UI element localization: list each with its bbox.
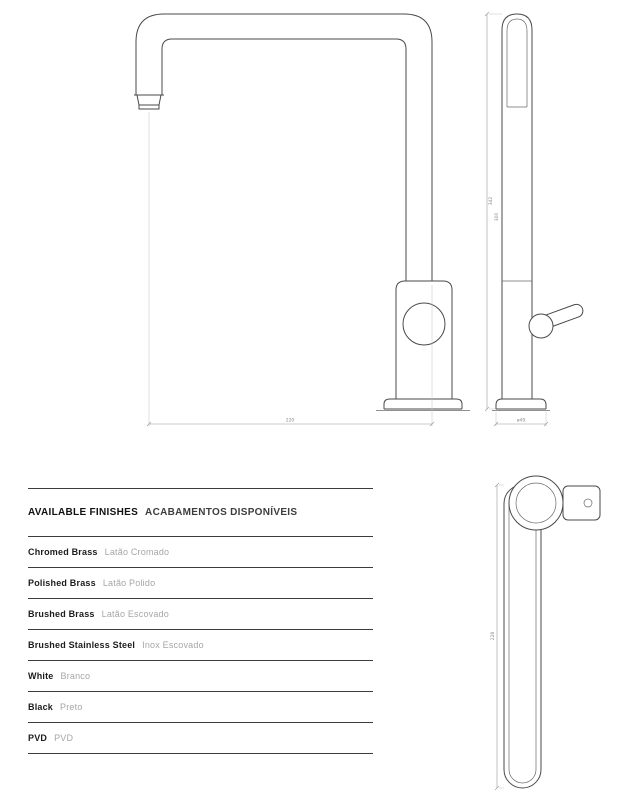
swivel-joint-inner — [515, 482, 557, 524]
handle-knuckle — [528, 313, 554, 339]
finish-name-en: PVD — [28, 733, 48, 743]
finishes-heading-pt: ACABAMENTOS DISPONÍVEIS — [145, 507, 298, 518]
finish-name-pt: Latão Cromado — [104, 547, 170, 557]
top-length-dimension: 228 — [490, 482, 504, 791]
swivel-joint-outer — [508, 475, 564, 531]
finish-row: Brushed Brass Latão Escovado — [28, 599, 373, 630]
spout-outer-outline — [135, 13, 433, 281]
side-height-total-label: 342 — [488, 197, 494, 206]
finish-row: White Branco — [28, 661, 373, 692]
finish-name-en: Polished Brass — [28, 578, 96, 588]
spout-arm-inner — [508, 489, 537, 784]
finish-name-pt: Preto — [60, 702, 83, 712]
finishes-heading-en: AVAILABLE FINISHES — [28, 507, 139, 518]
side-base-flange — [495, 398, 547, 409]
side-height-dimension: 342 300 — [484, 11, 502, 412]
side-column-inner — [506, 18, 528, 107]
front-view-drawing: 220 — [134, 13, 470, 427]
finish-row: PVD PVD — [28, 723, 373, 754]
side-view-drawing: 342 300 ø49 — [484, 11, 584, 427]
finishes-table: AVAILABLE FINISHES ACABAMENTOS DISPONÍVE… — [28, 488, 373, 754]
spout-inner-outline — [161, 38, 407, 281]
finishes-header: AVAILABLE FINISHES ACABAMENTOS DISPONÍVE… — [28, 488, 373, 537]
nozzle-tip — [138, 105, 160, 110]
side-height-spout-label: 300 — [494, 213, 500, 222]
front-reach-label: 220 — [286, 418, 295, 424]
finish-row: Chromed Brass Latão Cromado — [28, 537, 373, 568]
finish-name-en: White — [28, 671, 54, 681]
handle-screw — [583, 498, 593, 508]
finish-name-pt: Latão Polido — [102, 578, 156, 588]
finish-name-en: Brushed Stainless Steel — [28, 640, 136, 650]
top-length-label: 228 — [490, 632, 496, 641]
nozzle-taper — [136, 94, 162, 106]
finish-row: Black Preto — [28, 692, 373, 723]
side-base-label: ø49 — [517, 418, 526, 424]
finish-name-en: Brushed Brass — [28, 609, 95, 619]
finish-name-pt: PVD — [54, 733, 74, 743]
handle-block — [562, 485, 601, 521]
base-flange — [383, 398, 463, 409]
control-knob — [402, 302, 446, 346]
finish-row: Brushed Stainless Steel Inox Escovado — [28, 630, 373, 661]
side-column — [501, 13, 533, 399]
faucet-body — [395, 280, 453, 399]
finish-row: Polished Brass Latão Polido — [28, 568, 373, 599]
front-dimension: 220 — [146, 112, 435, 427]
finish-name-pt: Branco — [60, 671, 91, 681]
side-base-dimension: ø49 — [493, 412, 549, 427]
finish-name-en: Chromed Brass — [28, 547, 98, 557]
finish-name-en: Black — [28, 702, 54, 712]
finish-name-pt: Latão Escovado — [101, 609, 169, 619]
top-view-drawing: 228 — [490, 475, 601, 791]
finish-name-pt: Inox Escovado — [142, 640, 204, 650]
